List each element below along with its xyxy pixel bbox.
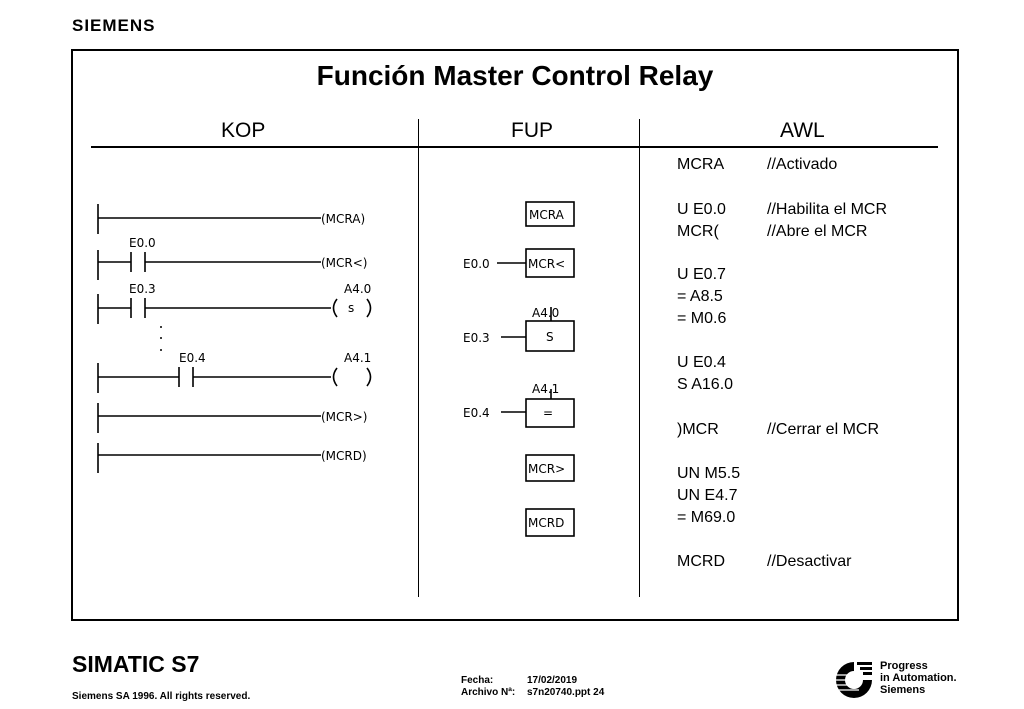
column-header-kop: KOP: [221, 119, 266, 142]
kop-output-a40: A4.0: [344, 282, 371, 296]
column-divider-2: [639, 119, 640, 597]
column-divider-1: [418, 119, 419, 597]
kop-coil-mcrd: (MCRD): [321, 449, 367, 463]
archivo-label: Archivo Nª:: [461, 687, 516, 698]
fecha-value: 17/02/2019: [527, 675, 578, 686]
product-name: SIMATIC S7: [72, 651, 200, 677]
fup-labels: MCRA MCR< S = MCR> MCRD E0.0 E0.3 E0.4 A…: [463, 208, 565, 530]
brand-logo: SIEMENS: [72, 16, 156, 35]
kop-coil-mcr-close: (MCR>): [321, 410, 368, 424]
siemens-progress-logo-icon: [835, 662, 872, 698]
tagline: Progress in Automation. Siemens: [880, 660, 957, 696]
fup-box-mcr-close: MCR>: [528, 462, 565, 476]
fup-output-a41: A4.1: [532, 382, 559, 396]
kop-labels: (MCRA) (MCR<) (MCR>) (MCRD) s E0.0 E0.3 …: [129, 212, 371, 463]
kop-dots: [160, 326, 162, 351]
fup-output-a40: A4.0: [532, 306, 559, 320]
fup-boxes: [497, 201, 575, 537]
kop-contact-e04: E0.4: [179, 351, 206, 365]
fup-input-e00: E0.0: [463, 257, 490, 271]
fup-box-s: S: [546, 330, 554, 344]
kop-contact-e00: E0.0: [129, 236, 156, 250]
archivo-value: s7n20740.ppt 24: [527, 687, 605, 698]
kop-ladder: [97, 204, 372, 473]
kop-coil-mcr-open: (MCR<): [321, 256, 368, 270]
header-divider: [91, 146, 938, 148]
fup-box-mcra: MCRA: [529, 208, 565, 222]
slide-title: Función Master Control Relay: [316, 60, 714, 91]
fup-input-e03: E0.3: [463, 331, 490, 345]
column-header-fup: FUP: [511, 119, 553, 142]
column-header-awl: AWL: [780, 119, 825, 142]
copyright-notice: Siemens SA 1996. All rights reserved.: [72, 691, 251, 702]
ladder-and-function-diagrams: (MCRA) (MCR<) (MCR>) (MCRD) s E0.0 E0.3 …: [97, 201, 575, 537]
fecha-label: Fecha:: [461, 675, 494, 686]
kop-coil-mcra: (MCRA): [321, 212, 365, 226]
slide-frame: Función Master Control Relay KOP FUP AWL: [71, 49, 959, 621]
kop-output-a41: A4.1: [344, 351, 371, 365]
fup-box-mcr-open: MCR<: [528, 257, 565, 271]
fup-box-assign: =: [543, 406, 553, 420]
kop-coil-s: s: [348, 301, 354, 315]
fup-box-mcrd: MCRD: [528, 516, 564, 530]
file-meta: Fecha: 17/02/2019 Archivo Nª: s7n20740.ppt…: [461, 675, 604, 699]
fup-input-e04: E0.4: [463, 406, 490, 420]
kop-contact-e03: E0.3: [129, 282, 156, 296]
